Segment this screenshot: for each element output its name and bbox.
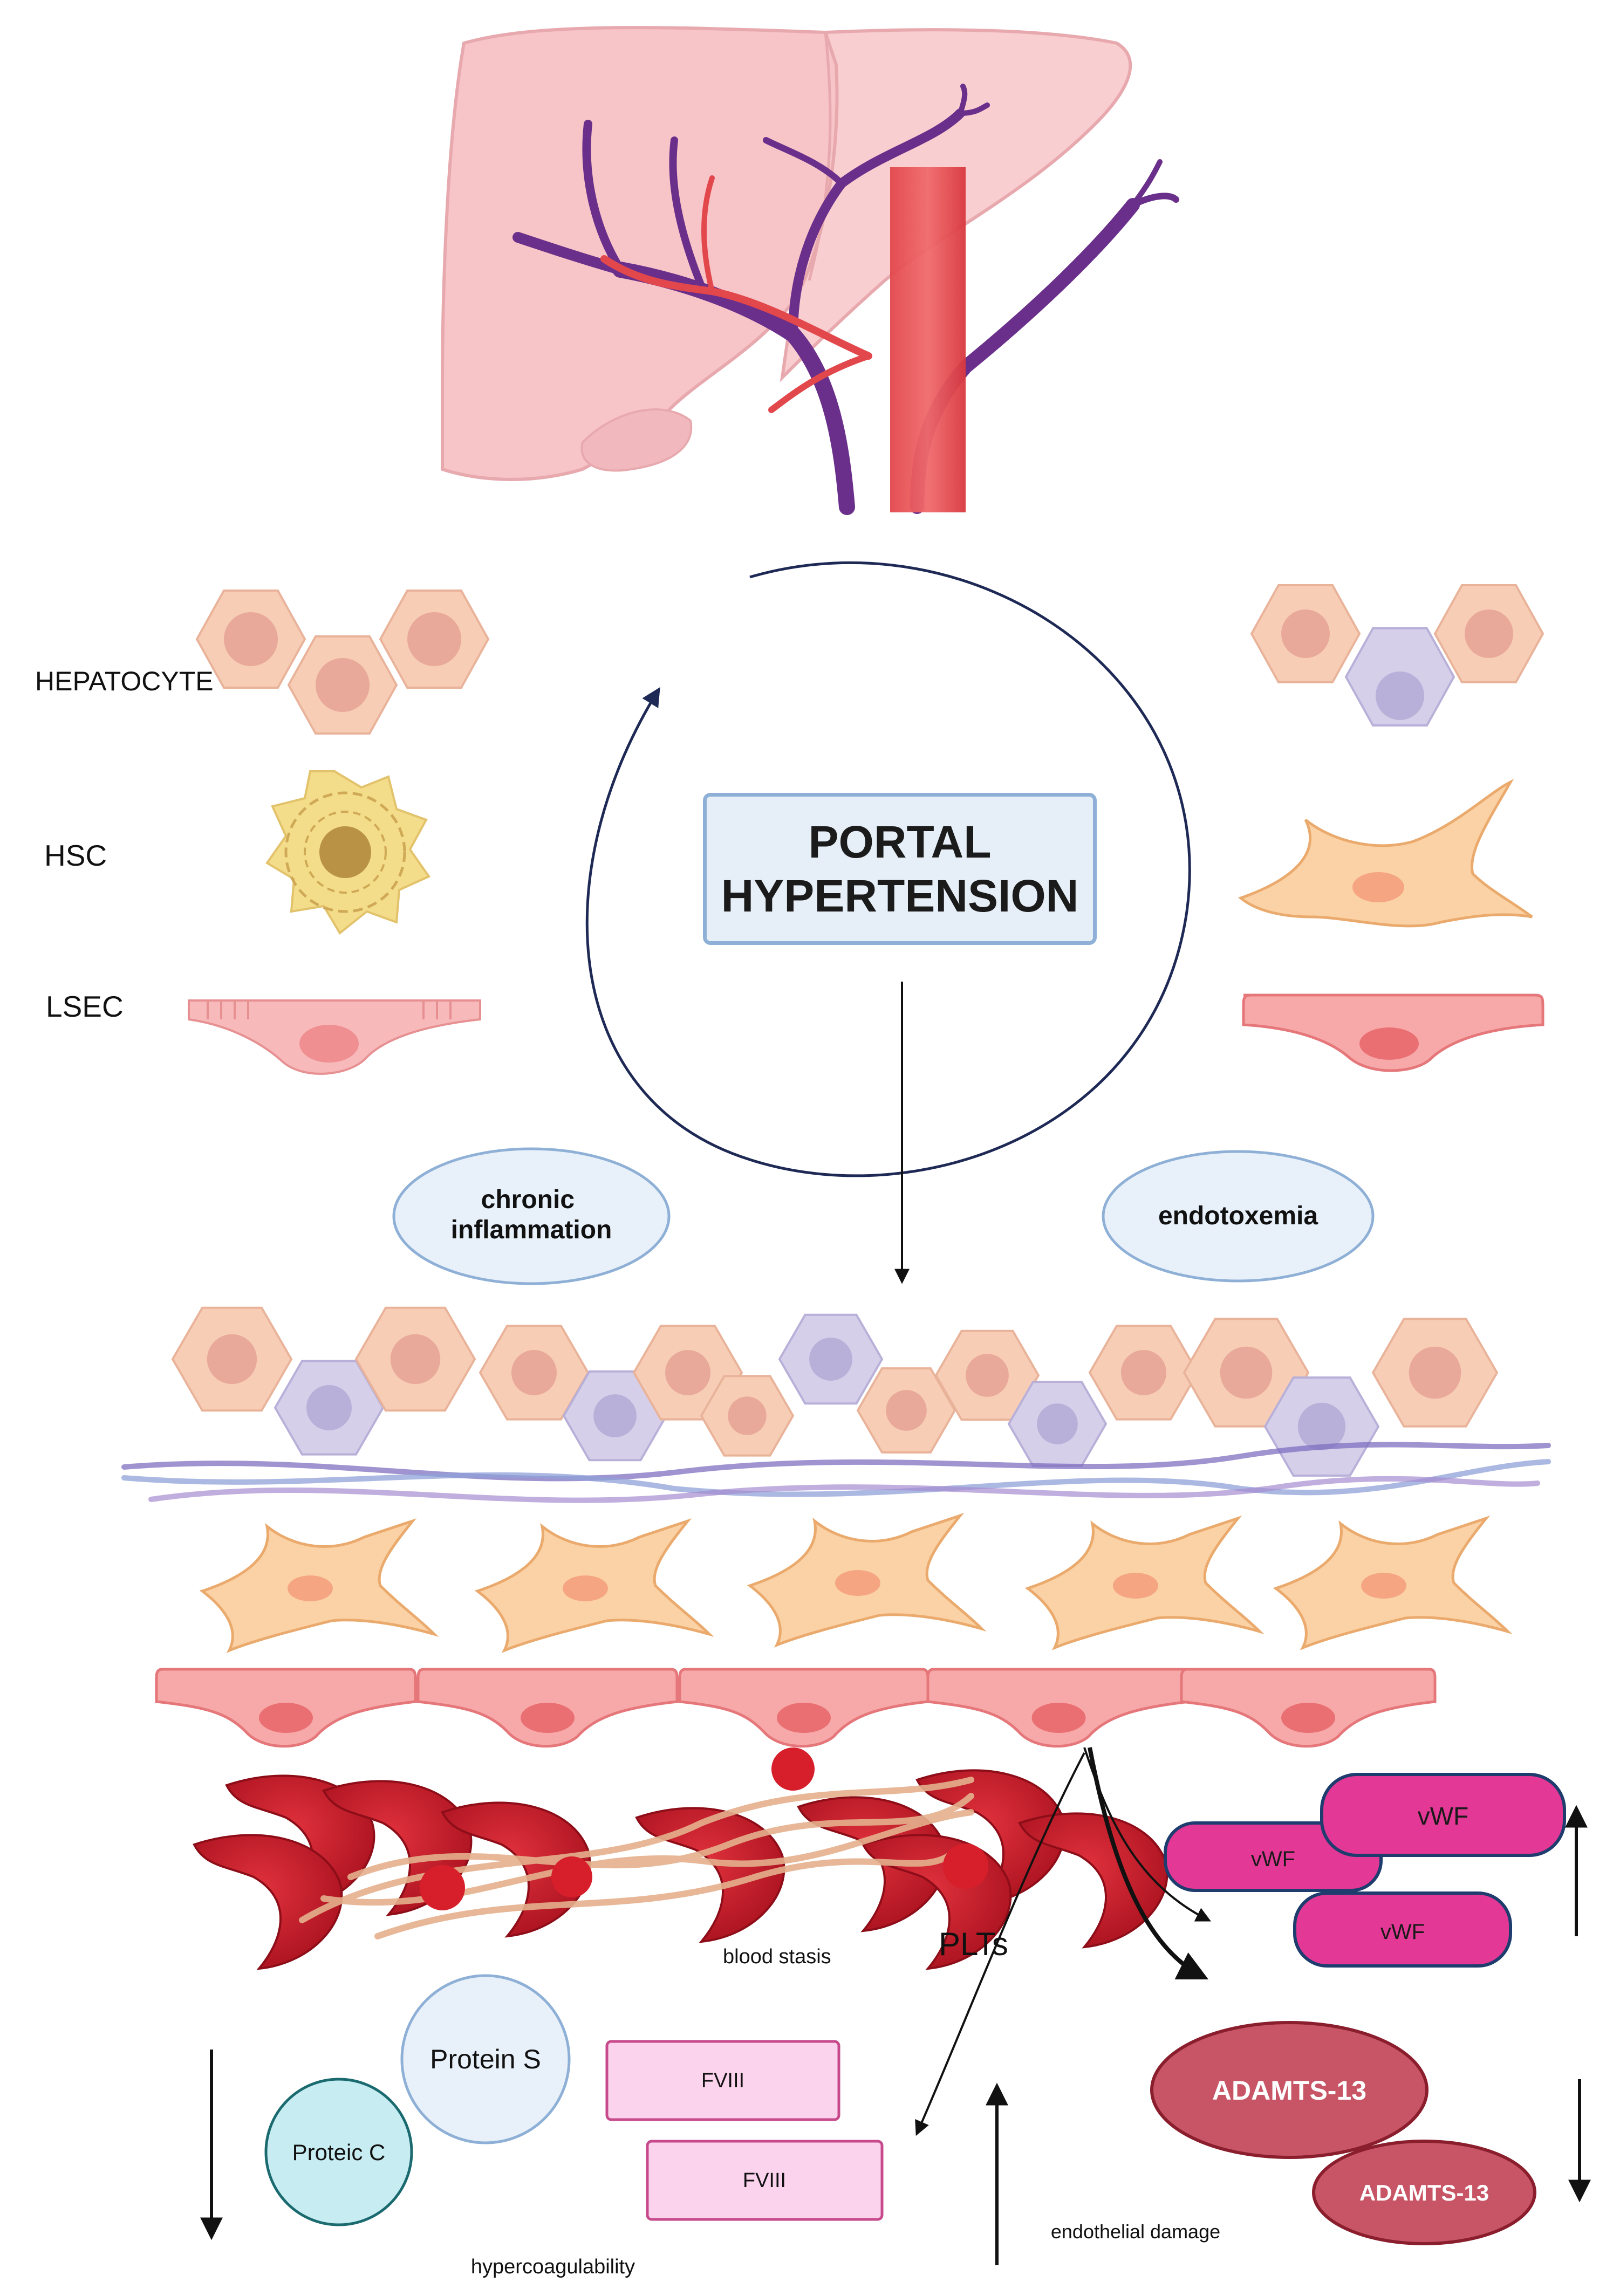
activated-hsc [747,1512,987,1648]
hepatocyte [354,1306,476,1412]
hepatocyte [171,1306,293,1412]
vwf-pill-3 [1293,1891,1512,1968]
adamts13-proteins [1150,2021,1536,2245]
hepatocyte [1088,1325,1199,1421]
inferior-vena-cava [890,167,966,512]
inflammation-line-1: chronic [481,1185,575,1214]
label-protein-s: Protein S [430,2044,541,2074]
lsec-defenestrated [1242,993,1544,1072]
inflammation-line-2: inflammation [451,1216,612,1244]
blood-clot [193,1747,1168,1970]
lsec-fenestrated [188,999,481,1075]
label-endothelial-damage: endothelial damage [1051,2220,1220,2243]
endotoxemia-oval [1102,1150,1375,1283]
hepatocyte [934,1329,1040,1421]
activated-hsc [1024,1515,1265,1650]
hsc-activated [1238,779,1533,928]
label-endotoxemia: endotoxemia [1158,1202,1318,1230]
injured-cell [274,1360,385,1456]
hepatocyte-cluster [195,590,490,735]
label-fviii-1: FVIII [701,2069,744,2092]
hepatocyte-cluster-injured [1250,584,1544,727]
hepatocyte [856,1367,956,1454]
protein-c-circle [264,2078,413,2226]
injured-cell [562,1370,668,1462]
gallbladder [580,408,693,472]
trend-arrows [200,1805,1591,2265]
label-fviii-2: FVIII [743,2169,786,2192]
hepatocyte [700,1375,795,1457]
liver-lobe-line [808,32,832,281]
label-plts: PLTs [939,1926,1008,1962]
hepatocyte [1371,1318,1499,1428]
label-vwf-1: vWF [1251,1847,1295,1871]
protein-s-circle [400,1974,571,2144]
activated-hsc [474,1518,714,1653]
hsc-quiescent [265,770,431,935]
activated-hsc [199,1518,439,1653]
vwf-pill-2 [1320,1773,1566,1857]
label-vwf-2: vWF [1418,1802,1469,1830]
red-blood-cell [1018,1812,1168,1949]
label-adamts-2: ADAMTS-13 [1359,2180,1489,2205]
fibrotic-sinusoid [121,1306,1551,1748]
activated-platelets [420,1747,988,1910]
portal-vein [512,84,1179,515]
text-labels: HEPATOCYTE HSC LSEC chronic inflammation… [35,666,1489,2278]
adamts13-2 [1312,2140,1536,2245]
lsec-cell [416,1668,679,1748]
label-hsc: HSC [44,839,107,872]
red-blood-cells [193,1769,1168,1970]
feedback-cycle [585,561,1191,1284]
red-blood-cell [797,1796,947,1932]
fviii-box-2 [646,2140,884,2221]
lsec-row [155,1668,1437,1748]
collagen-fibers [121,1442,1551,1503]
hepatocyte-row [171,1306,1499,1477]
label-hepatocyte: HEPATOCYTE [35,666,214,696]
hepatocyte [1183,1318,1310,1428]
hepatic-artery [600,175,872,413]
label-vwf-3: vWF [1380,1920,1425,1944]
label-adamts-1: ADAMTS-13 [1212,2075,1366,2106]
svg-text:chronic inflammation: chronic inflammation [451,1185,612,1244]
lsec-cell [678,1668,929,1748]
red-blood-cell [193,1834,343,1970]
label-protein-c: Proteic C [292,2140,386,2165]
vwf-proteins [1164,1773,1566,1968]
label-lsec: LSEC [46,990,124,1023]
secretion-arrows [915,1747,1212,2136]
cycle-arc [585,561,1191,1177]
lsec-cell [926,1668,1191,1748]
hepatocyte [479,1325,590,1421]
label-blood-stasis: blood stasis [723,1945,831,1968]
portal-hypertension-box: PORTAL HYPERTENSION [703,793,1097,945]
lsec-cell [1180,1668,1437,1748]
healthy-cells [188,590,490,1075]
fviii-box-1 [605,2040,840,2121]
red-blood-cell [635,1807,785,1943]
liver-left-lobe [441,26,839,481]
label-hypercoagulability: hypercoagulability [471,2256,635,2278]
activated-hsc [1273,1515,1513,1650]
portal-hypertension-title: PORTAL HYPERTENSION [721,817,1079,921]
injured-cell [1007,1381,1108,1467]
injured-cell [778,1313,884,1405]
inflammation-oval [392,1147,671,1285]
activated-cells [1238,584,1544,1072]
liver-illustration [441,26,1179,515]
adamts13-1 [1150,2021,1429,2159]
hsc-activated-row [199,1512,1513,1653]
lsec-cell [155,1668,417,1748]
